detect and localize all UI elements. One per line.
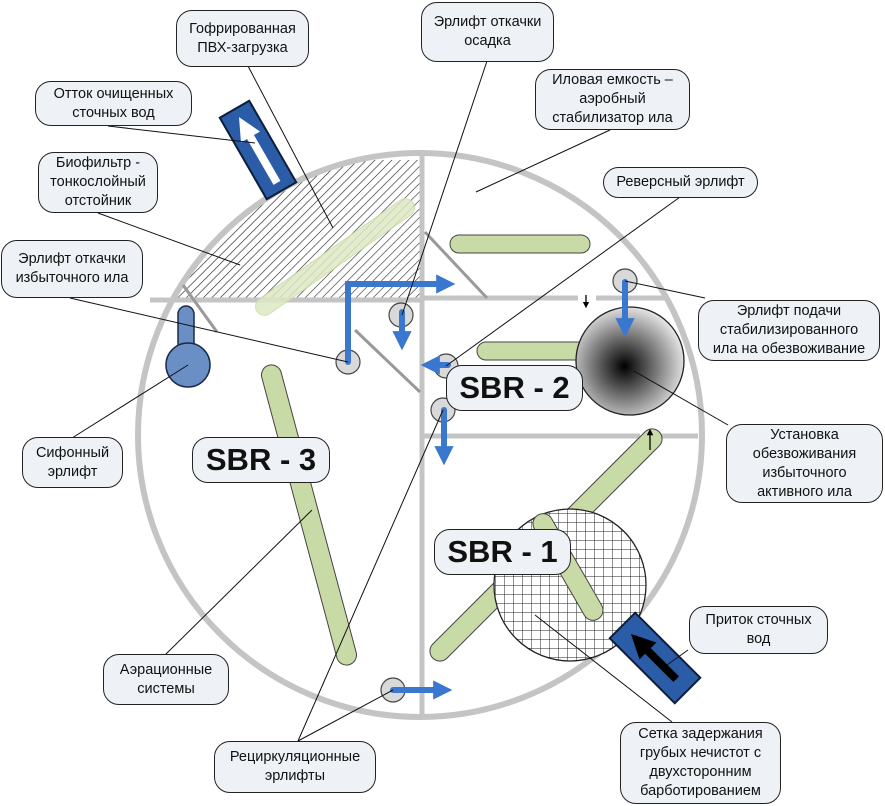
leader-lines	[69, 60, 729, 742]
callout-treated-outflow: Отток очищенных сточных вод	[35, 81, 192, 126]
callout-recirculation-airlifts: Рециркуляционные эрлифты	[214, 741, 376, 793]
aeration-bar-biofilter	[255, 198, 415, 316]
callout-inflow: Приток сточных вод	[689, 606, 828, 654]
callout-reverse-airlift: Реверсный эрлифт	[603, 167, 758, 198]
label-sbr-2: SBR - 2	[446, 365, 583, 411]
callout-stabilized-feed-airlift: Эрлифт подачи стабилизированного ила на …	[698, 300, 880, 361]
label-sbr-3: SBR - 3	[192, 437, 330, 483]
callout-aeration: Аэрационные системы	[103, 654, 229, 705]
callout-excess-sludge-airlift: Эрлифт откачки избыточного ила	[1, 240, 143, 298]
callout-biofilter: Биофильтр - тонкослойный отстойник	[38, 152, 158, 213]
treated-outflow-pipe	[218, 99, 298, 201]
small-arrows	[582, 295, 654, 450]
aeration-bar-sbr3	[260, 364, 358, 666]
callout-siphon-airlift: Сифонный эрлифт	[22, 437, 123, 488]
flow-excess-sludge	[345, 274, 456, 365]
callout-corrugated-pvc: Гофрированная ПВХ-загрузка	[176, 10, 309, 67]
inflow-pipe	[608, 611, 702, 705]
callout-screen: Сетка задержания грубых нечистот с двухс…	[620, 722, 781, 804]
baffle-walls	[181, 230, 489, 394]
tank-wall	[135, 150, 705, 720]
callout-dewatering-unit: Установка обезвоживания избыточного акти…	[726, 424, 883, 503]
callout-sludge-tank: Иловая емкость – аэробный стабилизатор и…	[535, 69, 690, 130]
inflow-arrow-icon	[630, 633, 680, 683]
dewatering-unit	[575, 306, 685, 416]
up-arrow-icon	[239, 117, 281, 185]
label-sbr-1: SBR - 1	[434, 529, 571, 575]
flow-arrows	[345, 274, 635, 700]
aeration-bar-sludge-tank	[449, 234, 591, 254]
callout-sludge-airlift: Эрлифт откачки осадка	[421, 2, 554, 62]
